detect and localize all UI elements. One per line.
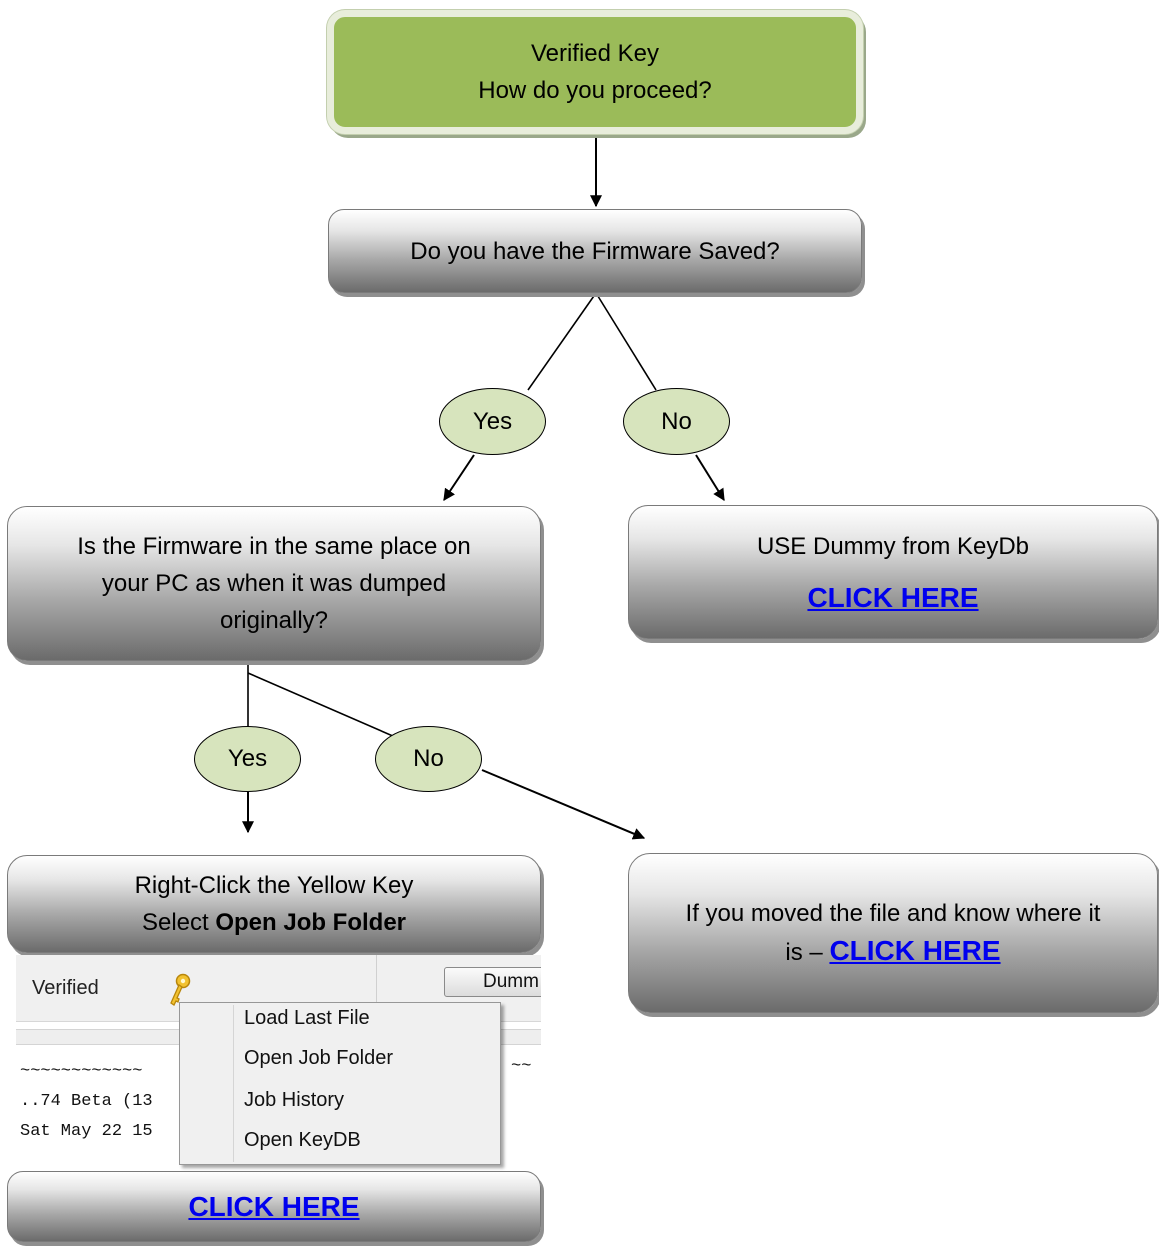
moved-file-line2: is – CLICK HERE [785,932,1000,971]
log-line-3: Sat May 22 15 [20,1122,153,1141]
log-line-1: ~~~~~~~~~~~~ [20,1062,143,1081]
moved-file-node: If you moved the file and know where it … [628,853,1158,1013]
start-node: Verified Key How do you proceed? [327,10,863,134]
bottom-click-here-link[interactable]: CLICK HERE [188,1191,360,1222]
select-prefix: Select [141,909,216,936]
firmware-saved-text: Do you have the Firmware Saved? [410,237,780,265]
log-tail: ~~ [511,1057,532,1076]
q2-no-label: No [375,726,482,792]
right-click-line1: Right-Click the Yellow Key [134,872,414,899]
use-dummy-text: USE Dummy from KeyDb [756,533,1030,560]
dummy-click-here-link[interactable]: CLICK HERE [807,582,979,613]
moved-file-prefix: is – [785,939,830,966]
moved-file-line1: If you moved the file and know where it [685,900,1101,927]
arrow-no-to-dummy [695,454,725,502]
right-click-line2: Select Open Job Folder [142,904,406,941]
key-icon[interactable] [166,973,192,1009]
verified-status: Verified [32,977,99,999]
q1-yes-label: Yes [439,388,546,455]
menu-item-open-keydb[interactable]: Open KeyDB [244,1129,361,1151]
start-title: Verified Key [530,40,660,67]
open-job-folder-emphasis: Open Job Folder [215,909,407,936]
log-line-2: ..74 Beta (13 [20,1092,153,1111]
menu-icon-strip [233,1005,234,1162]
same-place-line1: Is the Firmware in the same place on [77,533,471,560]
same-place-line3: originally? [219,607,329,634]
same-place-question: Is the Firmware in the same place on you… [7,506,541,661]
context-menu: Load Last File Open Job Folder Job Histo… [179,1002,501,1165]
right-click-node: Right-Click the Yellow Key Select Open J… [7,855,541,953]
arrow-yes-to-q2 [443,454,475,501]
dummy-button[interactable]: Dumm [444,967,541,997]
bottom-link-node: CLICK HERE [7,1171,541,1242]
firmware-saved-question: Do you have the Firmware Saved? [328,209,862,293]
menu-item-job-history[interactable]: Job History [244,1089,345,1111]
line-q2-to-no [247,672,403,741]
menu-item-load-last-file[interactable]: Load Last File [244,1007,370,1029]
q2-yes-label: Yes [194,726,301,792]
same-place-line2: your PC as when it was dumped [101,570,447,597]
arrow-no-to-moved [481,769,646,840]
start-question: How do you proceed? [478,77,712,104]
line-q1-to-no [595,292,657,391]
use-dummy-node: USE Dummy from KeyDb CLICK HERE [628,505,1158,639]
line-q1-to-yes [527,292,597,391]
moved-click-here-link[interactable]: CLICK HERE [829,935,1001,966]
q1-no-label: No [623,388,730,455]
menu-item-open-job-folder[interactable]: Open Job Folder [244,1047,393,1069]
toolbar-divider [376,955,377,1021]
